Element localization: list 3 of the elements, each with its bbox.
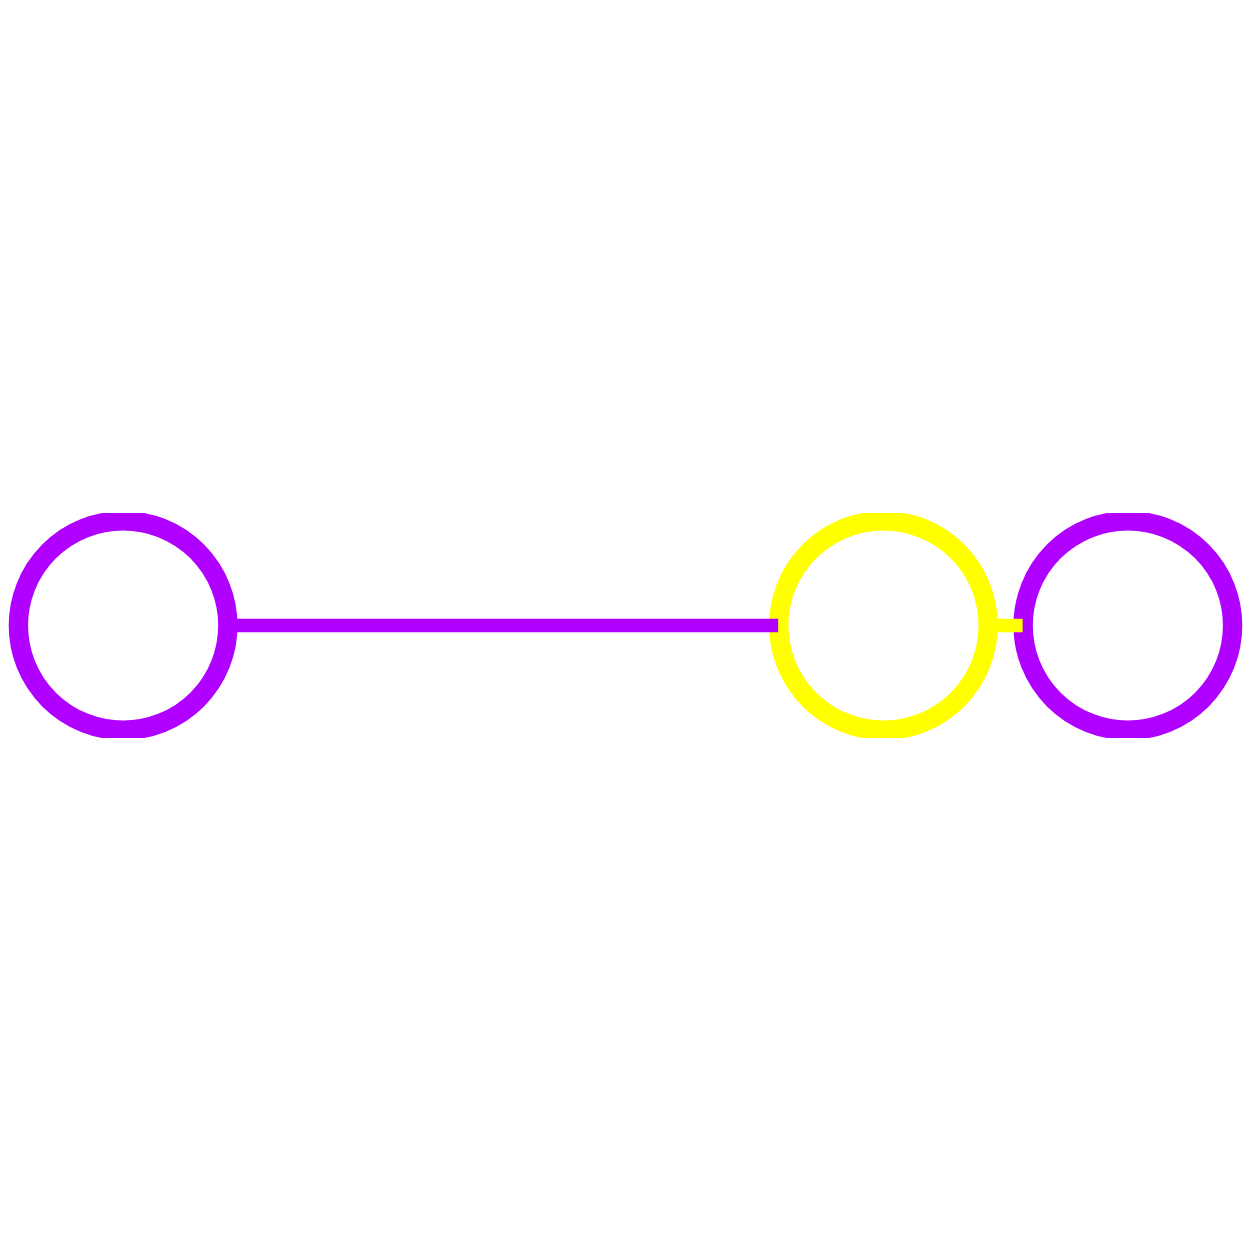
node-circle xyxy=(769,513,998,738)
node-circle xyxy=(8,513,238,738)
node-circle xyxy=(1013,513,1243,738)
